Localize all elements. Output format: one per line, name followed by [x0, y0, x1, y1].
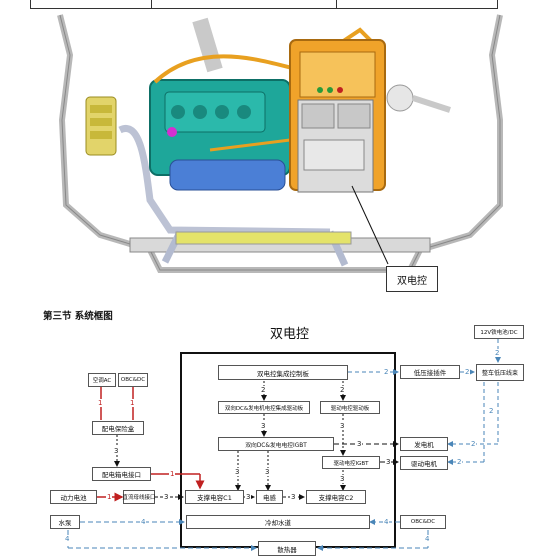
coolant-pipe — [118, 125, 331, 236]
battery-12v: 12V铁电池/DC — [474, 325, 524, 339]
edge-label: 3 — [290, 493, 297, 501]
inductor: 电感 — [256, 490, 283, 504]
edge-label: 3 — [245, 493, 252, 501]
cooling-channel: 冷却水道 — [186, 515, 370, 529]
edge-label: 2 — [488, 407, 495, 415]
edge-label: 2 — [494, 349, 501, 357]
drive-motor: 驱动电机 — [400, 456, 448, 470]
oil-pan — [169, 159, 286, 191]
header-table-strip — [30, 0, 498, 9]
edge-label: 3 — [260, 422, 267, 430]
edge-label: 3 — [163, 493, 170, 501]
obcdc-top: OBC&DC — [118, 373, 148, 387]
vehicle-harness: 整车低压线束 — [476, 364, 524, 381]
edge-label: 4 — [383, 518, 390, 526]
capacitor-c2: 支撑电容C2 — [306, 490, 366, 504]
edge-label: 3 — [339, 475, 346, 483]
section-heading: 第三节 系统框图 — [43, 311, 113, 322]
distribution-box: 配电保险盒 — [92, 421, 144, 435]
edge-label: 1 — [106, 493, 113, 501]
dc-bus-port: 直流母线接口 — [123, 490, 156, 504]
low-voltage-connector: 低压接插件 — [400, 365, 460, 379]
water-pump: 水泵 — [50, 515, 80, 529]
callout-leader — [351, 185, 389, 265]
edge-label: 2 — [339, 386, 346, 394]
edge-label: 3 — [339, 422, 346, 430]
distribution-port: 配电箱电接口 — [92, 467, 151, 481]
capacitor-c1: 支撑电容C1 — [185, 490, 244, 504]
edge-label: 4 — [64, 535, 71, 543]
integrated-control-board: 双电控集成控制板 — [218, 365, 348, 380]
edge-label: 3 — [234, 468, 241, 476]
edge-label: 2 — [383, 368, 390, 376]
edge-label: 3 — [385, 458, 392, 466]
motor-igbt: 驱动电控IGBT — [322, 456, 380, 469]
edge-label: 1 — [169, 470, 176, 478]
edge-label: 1 — [129, 399, 136, 407]
generator: 发电机 — [400, 437, 448, 451]
edge-label: 2 — [456, 458, 463, 466]
edge-label: 3 — [113, 447, 120, 455]
generator-igbt: 双向DC&发电电控IGBT — [218, 437, 334, 451]
generator-drive-board: 双向DC&发电机电控集成驱动板 — [218, 401, 310, 414]
diagram-title: 双电控 — [270, 327, 310, 342]
callout-label-box: 双电控 — [386, 266, 438, 292]
engine-bay-illustration — [57, 14, 503, 273]
motor-drive-board: 驱动电控驱动板 — [320, 401, 380, 414]
edge-label: 3 — [356, 440, 363, 448]
edge-label: 4 — [140, 518, 147, 526]
radiator-support — [175, 231, 352, 245]
edge-label: 2 — [470, 440, 477, 448]
ac-compressor: 空调AC — [88, 373, 116, 387]
edge-label: 1 — [97, 399, 104, 407]
obcdc-bottom: OBC&DC — [400, 515, 446, 529]
power-battery: 动力电池 — [50, 490, 97, 504]
edge-label: 3 — [264, 468, 271, 476]
radiator: 散热器 — [258, 541, 316, 556]
edge-label: 2 — [260, 386, 267, 394]
edge-label: 2 — [464, 368, 471, 376]
edge-label: 4 — [424, 535, 431, 543]
